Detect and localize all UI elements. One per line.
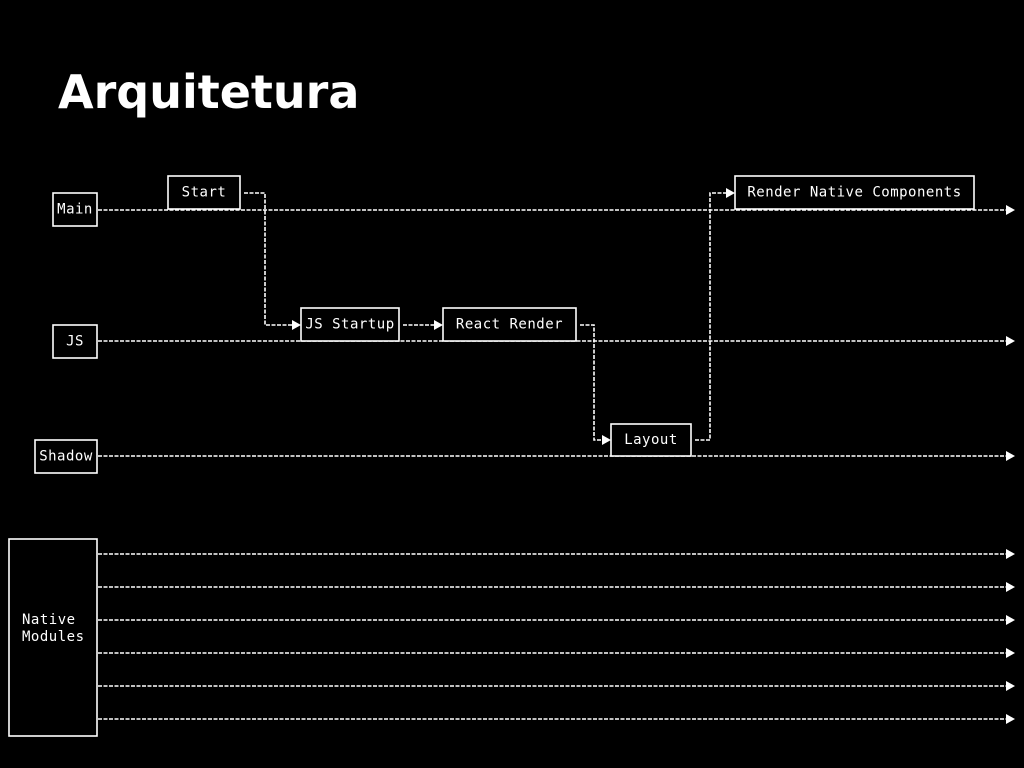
lane-label-js-text: JS bbox=[66, 334, 84, 350]
native-modules-lane-arrowhead-3 bbox=[1006, 615, 1015, 625]
lane-label-js: JS bbox=[52, 324, 98, 359]
lane-label-shadow-text: Shadow bbox=[39, 449, 93, 465]
js-startup-to-react-render-arrowhead bbox=[434, 320, 443, 330]
native-modules-lane-arrowhead-6 bbox=[1006, 714, 1015, 724]
step-start-label: Start bbox=[182, 185, 227, 201]
main-lane-arrowhead bbox=[1006, 205, 1015, 215]
native-modules-lane-arrowhead-2 bbox=[1006, 582, 1015, 592]
step-react-render-label: React Render bbox=[456, 317, 563, 333]
step-render-native-components: Render Native Components bbox=[734, 175, 975, 210]
slide-title: Arquitetura bbox=[58, 65, 360, 119]
js-lane-arrowhead bbox=[1006, 336, 1015, 346]
react-render-to-layout-arrowhead bbox=[602, 435, 611, 445]
step-layout: Layout bbox=[610, 423, 692, 457]
lane-label-native-modules-line-1: Native bbox=[22, 612, 76, 628]
step-js-startup: JS Startup bbox=[300, 307, 400, 342]
shadow-lane-arrowhead bbox=[1006, 451, 1015, 461]
native-modules-lane-arrowhead-4 bbox=[1006, 648, 1015, 658]
lane-label-main: Main bbox=[52, 192, 98, 227]
step-render-native-components-label: Render Native Components bbox=[747, 185, 961, 201]
step-react-render: React Render bbox=[442, 307, 577, 342]
lane-label-native-modules-line-2: Modules bbox=[22, 629, 85, 645]
start-to-js-startup-connector bbox=[244, 192, 292, 326]
lane-label-shadow: Shadow bbox=[34, 439, 98, 474]
step-js-startup-label: JS Startup bbox=[305, 317, 394, 333]
native-modules-lane-arrowhead-5 bbox=[1006, 681, 1015, 691]
step-layout-label: Layout bbox=[624, 432, 678, 448]
lane-label-main-text: Main bbox=[57, 202, 93, 218]
native-modules-lane-arrowhead-1 bbox=[1006, 549, 1015, 559]
step-start: Start bbox=[167, 175, 241, 210]
flow-connectors bbox=[244, 188, 735, 445]
react-render-to-layout-connector bbox=[580, 324, 602, 441]
layout-to-render-native-arrowhead bbox=[726, 188, 735, 198]
layout-to-render-native-connector bbox=[695, 192, 726, 441]
lane-label-native-modules: Native Modules bbox=[8, 538, 98, 737]
start-to-js-startup-arrowhead bbox=[292, 320, 301, 330]
lane-lines bbox=[98, 205, 1015, 724]
